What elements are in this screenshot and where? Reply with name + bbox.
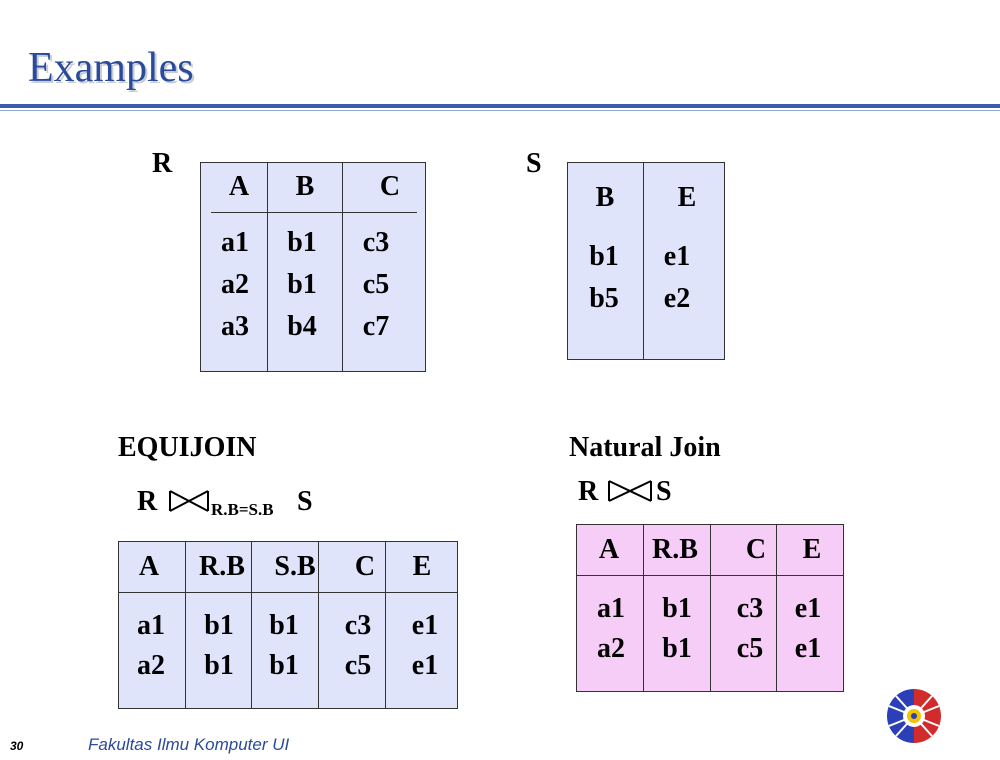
table-cell: c3 — [344, 610, 372, 641]
table-cell: b1 — [287, 227, 317, 258]
table-column — [318, 542, 386, 708]
table-cell: a2 — [597, 633, 625, 664]
table-cell: b1 — [269, 650, 299, 681]
table-cell: b1 — [589, 241, 619, 272]
table-cell: c5 — [344, 650, 372, 681]
relation-s-label: S — [526, 148, 542, 179]
relation-r-label: R — [152, 148, 173, 179]
header-cell: R.B — [199, 551, 245, 582]
table-cell: a1 — [221, 227, 249, 258]
natural-join-icon — [608, 480, 652, 502]
equijoin-right-operand: S — [297, 486, 313, 517]
slide-title: Examples — [28, 45, 194, 91]
header-cell: C — [379, 171, 401, 202]
table-cell: b5 — [589, 283, 619, 314]
table-cell: e1 — [794, 633, 822, 664]
university-logo-icon — [887, 689, 941, 743]
table-column — [251, 542, 319, 708]
table-cell: b1 — [662, 593, 692, 624]
equijoin-table: A R.B S.B C E a1 b1 b1 c3 e1 a2 b1 b1 c5… — [118, 541, 458, 709]
footer-text: Fakultas Ilmu Komputer UI — [88, 735, 290, 754]
header-cell: E — [412, 551, 432, 582]
page-number: 30 — [10, 739, 24, 753]
table-cell: b1 — [204, 650, 234, 681]
table-cell: c3 — [736, 593, 764, 624]
join-condition: R.B=S.B — [211, 500, 274, 519]
table-cell: e1 — [411, 650, 439, 681]
table-cell: c7 — [362, 311, 390, 342]
table-cell: e1 — [663, 241, 691, 272]
join-icon — [169, 490, 209, 512]
header-cell: E — [677, 182, 697, 213]
table-column — [185, 542, 252, 708]
table-cell: b1 — [204, 610, 234, 641]
header-cell: C — [745, 534, 767, 565]
title-divider-thin — [0, 110, 1000, 111]
header-divider — [119, 592, 457, 593]
header-cell: B — [295, 171, 315, 202]
header-cell: E — [802, 534, 822, 565]
table-cell: c5 — [362, 269, 390, 300]
header-divider — [577, 575, 843, 576]
header-cell: S.B — [274, 551, 316, 582]
table-cell: b1 — [662, 633, 692, 664]
table-cell: a3 — [221, 311, 249, 342]
equijoin-label: EQUIJOIN — [118, 432, 257, 463]
table-column — [568, 163, 644, 359]
table-cell: b1 — [287, 269, 317, 300]
table-column — [201, 163, 268, 371]
header-cell: A — [138, 551, 160, 582]
table-cell: b1 — [269, 610, 299, 641]
title-divider — [0, 104, 1000, 108]
table-cell: a2 — [137, 650, 165, 681]
header-cell: B — [595, 182, 615, 213]
table-cell: a1 — [137, 610, 165, 641]
natural-join-table: A R.B C E a1 b1 c3 e1 a2 b1 c5 e1 — [576, 524, 844, 692]
table-cell: a1 — [597, 593, 625, 624]
natural-join-label: Natural Join — [569, 432, 721, 463]
header-cell: A — [598, 534, 620, 565]
header-cell: C — [354, 551, 376, 582]
table-column — [267, 163, 343, 371]
header-cell: A — [228, 171, 250, 202]
table-cell: c3 — [362, 227, 390, 258]
natural-right-operand: S — [656, 476, 672, 507]
table-column — [643, 525, 711, 691]
header-divider — [211, 212, 417, 213]
table-cell: e1 — [411, 610, 439, 641]
table-column — [577, 525, 644, 691]
equijoin-left-operand: R — [137, 486, 158, 517]
table-column — [710, 525, 777, 691]
table-cell: e1 — [794, 593, 822, 624]
header-cell: R.B — [652, 534, 698, 565]
table-cell: c5 — [736, 633, 764, 664]
relation-s-table: B E b1 e1 b5 e2 — [567, 162, 725, 360]
table-cell: e2 — [663, 283, 691, 314]
relation-r-table: A B C a1 b1 c3 a2 b1 c5 a3 b4 c7 — [200, 162, 426, 372]
natural-left-operand: R — [578, 476, 599, 507]
table-cell: a2 — [221, 269, 249, 300]
table-column — [119, 542, 186, 708]
table-cell: b4 — [287, 311, 317, 342]
